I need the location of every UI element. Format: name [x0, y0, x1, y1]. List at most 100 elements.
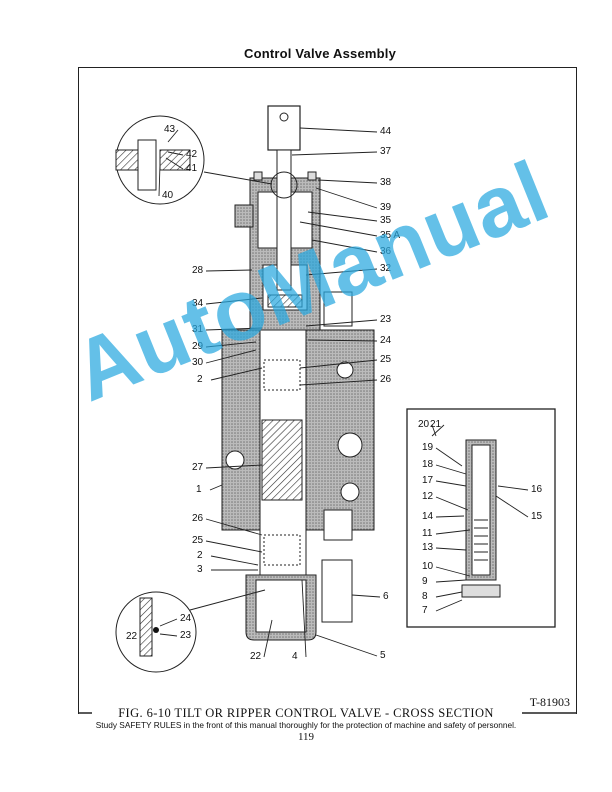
callout-13: 13	[422, 542, 434, 553]
leader-line	[307, 211, 378, 222]
leader-line	[205, 464, 263, 469]
callout-8: 8	[422, 591, 428, 602]
callout-4: 4	[292, 651, 298, 662]
leader-line	[205, 518, 263, 536]
page-number: 119	[297, 731, 315, 743]
leader-line	[431, 424, 445, 437]
leader-line	[299, 379, 378, 386]
leader-line	[495, 495, 529, 518]
leader-line	[431, 424, 437, 437]
callout-22: 22	[250, 651, 262, 662]
leader-line	[210, 367, 263, 381]
callout-36: 36	[380, 246, 392, 257]
leader-line	[167, 129, 179, 143]
callout-23: 23	[180, 630, 192, 641]
callout-2: 2	[197, 374, 203, 385]
leader-line	[263, 619, 273, 658]
leader-line	[299, 359, 378, 369]
leader-line	[435, 447, 463, 467]
safety-note: Study SAFETY RULES in the front of this …	[95, 720, 517, 730]
leader-line	[315, 187, 378, 209]
callout-35a: 35 A	[380, 230, 401, 241]
callout-44: 44	[380, 126, 392, 137]
leader-line	[351, 594, 381, 598]
callout-26: 26	[192, 513, 204, 524]
callout-23: 23	[380, 314, 392, 325]
callout-22: 22	[126, 631, 138, 642]
callout-27: 27	[192, 462, 204, 473]
leader-line	[205, 349, 257, 364]
leader-line	[159, 618, 178, 627]
drawing-number: T-81903	[529, 695, 570, 709]
leader-line	[299, 127, 378, 133]
leader-line	[205, 327, 263, 331]
callout-14: 14	[422, 511, 434, 522]
callout-25: 25	[380, 354, 392, 365]
leader-line	[435, 579, 467, 583]
callout-43: 43	[164, 124, 176, 135]
leader-line	[435, 599, 463, 612]
callout-32: 32	[380, 263, 392, 274]
callout-3: 3	[197, 564, 203, 575]
callout-28: 28	[192, 265, 204, 276]
callout-24: 24	[380, 335, 392, 346]
callout-17: 17	[422, 475, 434, 486]
callout-34: 34	[192, 298, 204, 309]
callout-12: 12	[422, 491, 434, 502]
leader-line	[301, 579, 307, 658]
leader-line	[299, 221, 378, 237]
callout-9: 9	[422, 576, 428, 587]
page-title: Control Valve Assembly	[243, 46, 397, 61]
callout-21: 21	[430, 419, 442, 430]
callout-42: 42	[186, 149, 198, 160]
leader-line	[205, 269, 253, 272]
leader-line	[435, 529, 471, 535]
leader-line	[209, 484, 223, 491]
callout-35: 35	[380, 215, 392, 226]
leader-line	[205, 297, 263, 305]
leader-line	[165, 157, 184, 170]
callout-20: 20	[418, 419, 430, 430]
leader-line	[305, 268, 378, 276]
leader-line	[435, 591, 463, 598]
leader-line	[205, 540, 263, 553]
leader-line	[158, 163, 161, 197]
callout-16: 16	[531, 484, 543, 495]
callout-19: 19	[422, 442, 434, 453]
leader-line	[435, 496, 469, 511]
callout-37: 37	[380, 146, 392, 157]
leader-line	[210, 555, 259, 566]
callout-18: 18	[422, 459, 434, 470]
callout-7: 7	[422, 605, 428, 616]
leader-line	[497, 485, 529, 491]
leader-line	[435, 464, 467, 475]
callout-41: 41	[186, 163, 198, 174]
leader-line	[435, 515, 465, 518]
leader-line	[435, 547, 467, 551]
leader-line	[317, 179, 378, 184]
leader-line	[307, 339, 378, 342]
figure-caption-text: FIG. 6-10 TILT OR RIPPER CONTROL VALVE -…	[114, 706, 498, 720]
callout-38: 38	[380, 177, 392, 188]
leader-line	[305, 319, 378, 327]
callout-29: 29	[192, 341, 204, 352]
leader-line	[311, 239, 378, 253]
callout-39: 39	[380, 202, 392, 213]
leader-line	[291, 151, 378, 156]
callout-10: 10	[422, 561, 434, 572]
callout-26: 26	[380, 374, 392, 385]
leader-line	[205, 341, 257, 348]
leader-line	[159, 633, 178, 637]
callout-11: 11	[422, 528, 433, 539]
callout-24: 24	[180, 613, 192, 624]
callout-30: 30	[192, 357, 204, 368]
callout-25: 25	[192, 535, 204, 546]
figure-frame	[78, 67, 577, 714]
leader-line	[435, 566, 471, 577]
leader-line	[315, 634, 378, 657]
leader-line	[167, 151, 184, 156]
callout-15: 15	[531, 511, 543, 522]
callout-6: 6	[383, 591, 389, 602]
figure-caption: FIG. 6-10 TILT OR RIPPER CONTROL VALVE -…	[0, 706, 612, 721]
